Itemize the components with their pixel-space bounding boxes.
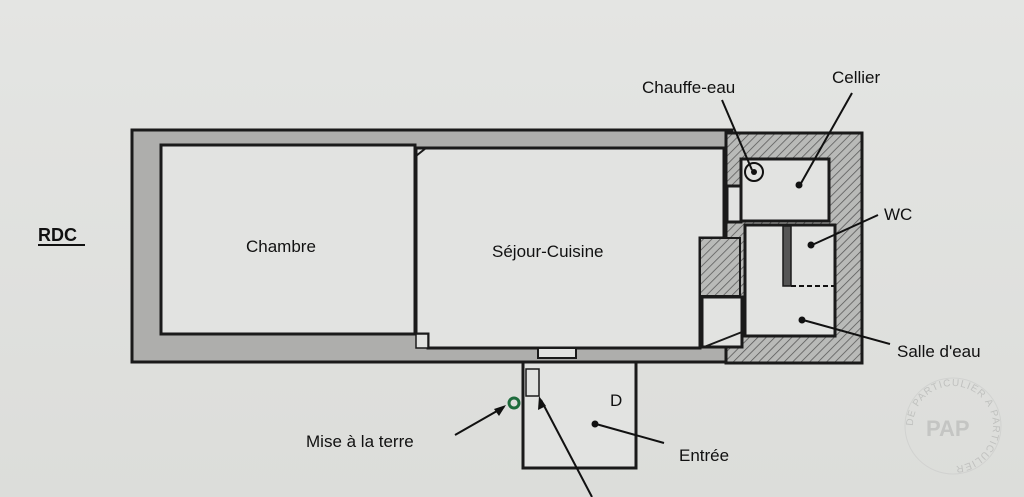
leader-entree (595, 423, 665, 444)
dot-salle-deau (798, 316, 806, 324)
column-detail (415, 333, 429, 349)
water-heater-icon (744, 162, 764, 182)
arrowhead-mise-terre (494, 405, 506, 416)
leader-chauffe-eau (721, 99, 753, 171)
leader-salle-deau (802, 319, 891, 345)
callout-chauffe-eau: Chauffe-eau (642, 78, 735, 97)
room-label-chambre: Chambre (246, 237, 316, 256)
callout-cellier: Cellier (832, 68, 881, 87)
callout-entree: Entrée (679, 446, 729, 465)
callout-wc: WC (884, 205, 912, 224)
leader-cellier (799, 92, 853, 186)
leader-bottom (540, 399, 593, 497)
level-label: RDC (38, 225, 77, 245)
leader-wc (811, 214, 879, 246)
pap-watermark: DE PARTICULIER A PARTICULIER PAP (904, 377, 1002, 475)
kitchen-wall-chunk (699, 237, 741, 297)
room-chambre (159, 143, 417, 336)
wc-partition (782, 225, 792, 287)
watermark-logo: PAP (926, 416, 970, 441)
dot-cellier (795, 181, 803, 189)
passage (700, 295, 744, 349)
dot-wc (807, 241, 815, 249)
arrowhead-bottom (538, 396, 546, 410)
room-cellier (739, 157, 831, 223)
door-mark (415, 147, 427, 157)
dot-entree (591, 420, 599, 428)
leader-mise-terre (454, 406, 505, 436)
callout-mise-terre: Mise à la terre (306, 432, 414, 451)
entree-letter: D (610, 391, 622, 410)
callout-salle-deau: Salle d'eau (897, 342, 981, 361)
ground-icon (507, 396, 521, 410)
window (537, 347, 577, 359)
room-entree (521, 360, 638, 470)
water-heater-dot (751, 169, 757, 175)
hall-strip (725, 184, 743, 224)
passage-door-mark (703, 331, 743, 348)
entree-cabinet (525, 368, 540, 397)
room-label-sejour: Séjour-Cuisine (492, 242, 604, 261)
